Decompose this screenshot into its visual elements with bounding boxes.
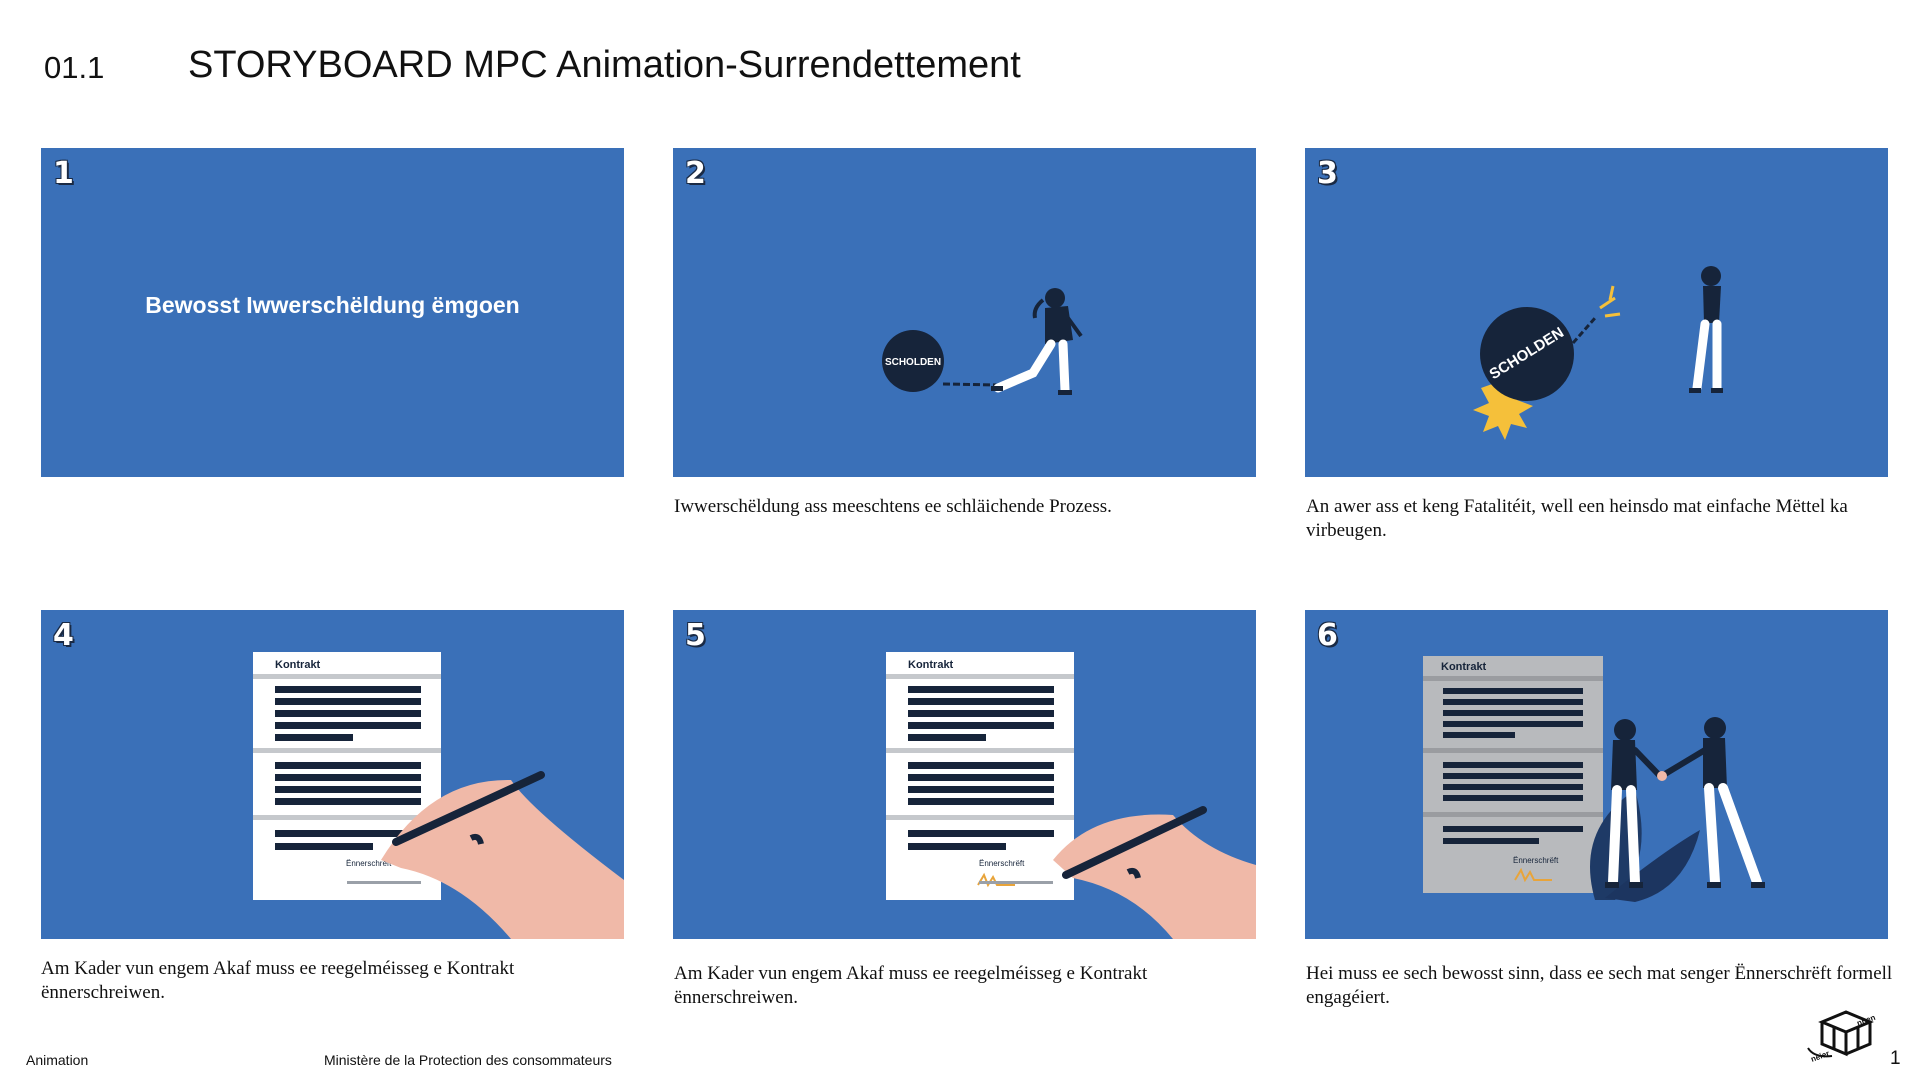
ball-label: SCHOLDEN: [885, 357, 941, 368]
frame-caption-4: Am Kader vun engem Akaf muss ee reegelmé…: [41, 958, 515, 1003]
page-number: 1: [1890, 1048, 1901, 1069]
logo-text-top: nnen: [1856, 1013, 1877, 1028]
footer-ministry-name: Ministère de la Protection des consommat…: [324, 1052, 612, 1068]
signature-label: Ënnerschrëft: [979, 859, 1025, 868]
frame-number: 2: [685, 156, 706, 191]
storyboard-frame-3: 3 SCHOLDEN: [1305, 148, 1888, 477]
logo-text-bottom: neier: [1810, 1049, 1831, 1064]
contract-title: Kontrakt: [275, 659, 321, 671]
storyboard-frame-5: 5 Kontrakt Ënnerschrëft: [673, 610, 1256, 939]
frame-caption-6: Hei muss ee sech bewosst sinn, dass ee s…: [1306, 963, 1893, 1008]
page-header: 01.1 STORYBOARD MPC Animation-Surrendett…: [44, 40, 1544, 90]
storyboard-frame-4: 4 Kontrakt Ënnerschrëft: [41, 610, 624, 939]
signature-label: Ënnerschrëft: [346, 859, 392, 868]
frame-number: 6: [1317, 618, 1338, 653]
broken-chain-illustration: SCHOLDEN: [1473, 266, 1723, 440]
page-title: STORYBOARD MPC Animation-Surrendettement: [188, 44, 1021, 86]
frame-number: 5: [685, 618, 706, 653]
footer-section-label: Animation: [26, 1052, 89, 1068]
agency-logo: nnen neier: [1807, 1010, 1877, 1064]
contract-title: Kontrakt: [1441, 661, 1487, 673]
storyboard-frame-2: 2 SCHOLDEN: [673, 148, 1256, 477]
storyboard-frame-1: 1 Bewosst Iwwerschëldung ëmgoen: [41, 148, 624, 477]
frame-number: 1: [53, 156, 74, 191]
storyboard-frame-6: 6 Kontrakt Ënnerschrëft: [1305, 610, 1888, 939]
frame-slogan: Bewosst Iwwerschëldung ëmgoen: [145, 292, 520, 318]
frame-number: 3: [1317, 156, 1338, 191]
frame-number: 4: [53, 618, 74, 653]
handshake-illustration: Kontrakt Ënnerschrëft: [1423, 656, 1765, 902]
contract-signed-illustration: Kontrakt Ënnerschrëft: [886, 652, 1256, 939]
debt-ball-illustration: SCHOLDEN: [882, 288, 1083, 395]
frame-caption-5: Am Kader vun engem Akaf muss ee reegelmé…: [674, 963, 1148, 1008]
signature-label: Ënnerschrëft: [1513, 856, 1559, 865]
frame-caption-3: An awer ass et keng Fatalitéit, well een…: [1306, 496, 1848, 541]
frame-caption-2: Iwwerschëldung ass meeschtens ee schläic…: [674, 496, 1112, 517]
document-number: 01.1: [44, 50, 105, 85]
contract-title: Kontrakt: [908, 659, 954, 671]
contract-signing-illustration: Kontrakt Ënnerschrëft: [253, 652, 624, 939]
